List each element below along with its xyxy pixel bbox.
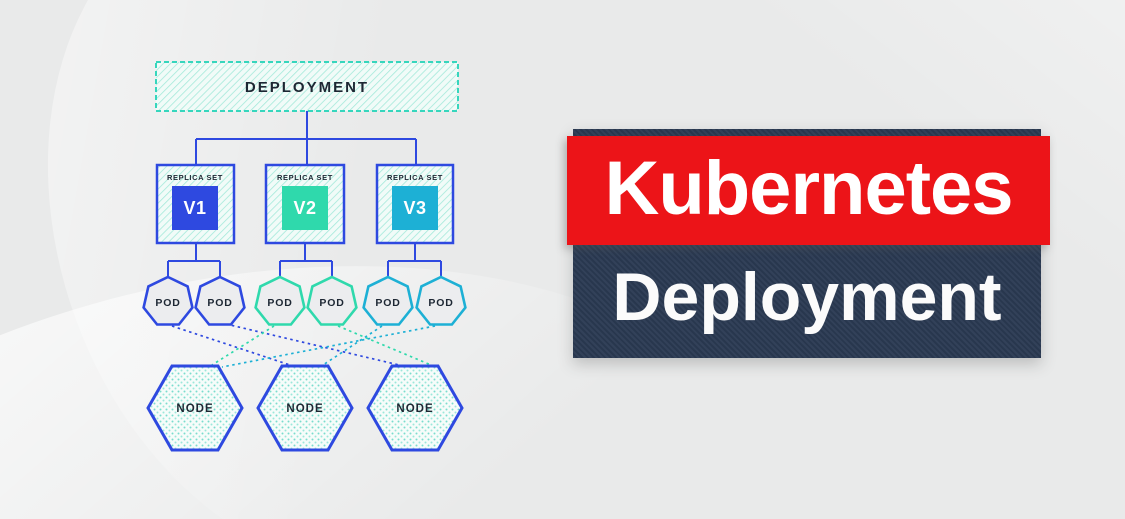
pod-1-label: POD	[155, 297, 180, 309]
title-line-deployment: Deployment	[612, 258, 1002, 335]
node-3: NODE	[366, 364, 464, 452]
node-1-shape	[146, 364, 244, 452]
pod-3-shape	[254, 275, 306, 326]
node-2-label: NODE	[286, 403, 323, 415]
connection-pod2-node3	[225, 323, 400, 366]
replica-set-2-version-label: V2	[293, 198, 316, 218]
replica-set-1-label: REPLICA SET	[167, 173, 223, 182]
pod-3: POD	[254, 275, 306, 326]
deployment-label: DEPLOYMENT	[245, 79, 369, 96]
deployment-to-replicaset-connectors	[195, 111, 417, 165]
title-banner: Kubernetes	[567, 136, 1050, 245]
pods-row: POD POD POD POD POD POD	[142, 275, 467, 326]
pod-1-shape	[142, 275, 194, 326]
kubernetes-deployment-diagram: DEPLOYMENT REPLICA SET V1 REPLICA SET V2…	[142, 61, 467, 452]
deployment-box-border	[155, 61, 459, 112]
node-1-label: NODE	[176, 403, 213, 415]
node-2: NODE	[256, 364, 354, 452]
replica-set-3-label: REPLICA SET	[387, 173, 443, 182]
replica-set-3-version-square	[392, 186, 438, 230]
pod-2: POD	[194, 275, 246, 326]
nodes-row: NODE NODE NODE	[146, 364, 464, 452]
replica-set-box-2: REPLICA SET V2	[264, 163, 346, 245]
replica-set-2-version-square	[282, 186, 328, 230]
replicaset-to-pod-connectors	[167, 243, 442, 278]
pod-4: POD	[306, 275, 358, 326]
pod-6: POD	[415, 275, 467, 326]
node-3-label: NODE	[396, 403, 433, 415]
node-2-shape	[256, 364, 354, 452]
pod-2-label: POD	[207, 297, 232, 309]
deployment-box: DEPLOYMENT	[155, 61, 459, 112]
replica-set-3-version-label: V3	[403, 198, 426, 218]
title-line2-container: Deployment	[573, 245, 1041, 358]
node-1: NODE	[146, 364, 244, 452]
connection-pod6-node1	[221, 325, 436, 368]
pod-5-shape	[362, 275, 414, 326]
title-line-kubernetes: Kubernetes	[604, 145, 1013, 231]
connection-pod3-node1	[211, 325, 275, 366]
pod-2-shape	[194, 275, 246, 326]
pod-3-label: POD	[267, 297, 292, 309]
replica-set-1-version-label: V1	[183, 198, 206, 218]
replica-set-box-3: REPLICA SET V3	[375, 163, 455, 245]
replica-set-1-version-square	[172, 186, 218, 230]
pod-1: POD	[142, 275, 194, 326]
connection-pod1-node2	[171, 325, 291, 366]
pod-5: POD	[362, 275, 414, 326]
replica-set-2-label: REPLICA SET	[277, 173, 333, 182]
node-3-shape	[366, 364, 464, 452]
pod-6-shape	[415, 275, 467, 326]
replica-set-box-1: REPLICA SET V1	[155, 163, 236, 245]
pod-5-label: POD	[375, 297, 400, 309]
connection-pod4-node3	[337, 325, 432, 366]
pod-4-shape	[306, 275, 358, 326]
pod-6-label: POD	[428, 297, 453, 309]
pod-to-node-dotted-connections	[171, 323, 436, 368]
pod-4-label: POD	[319, 297, 344, 309]
